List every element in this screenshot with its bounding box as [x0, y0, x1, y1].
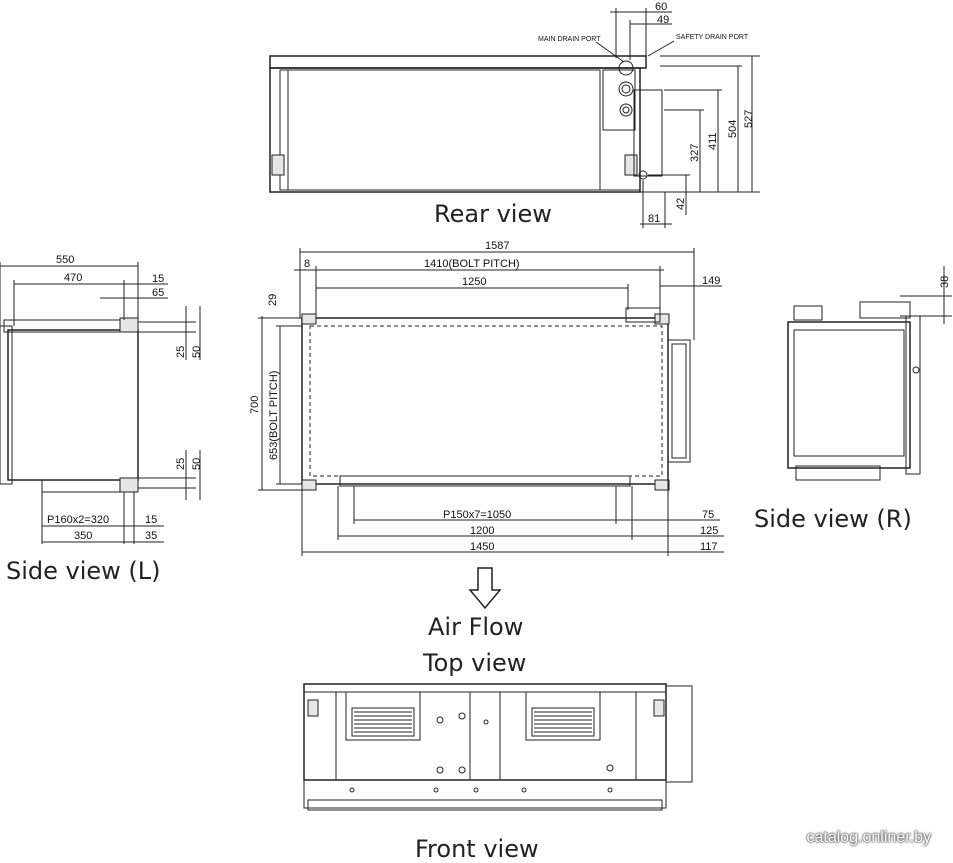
side-r-dim-38: 38: [939, 276, 951, 288]
rear-dim-81: 81: [648, 213, 660, 225]
rear-dim-527: 527: [743, 110, 755, 128]
front-view-drawing: [303, 683, 693, 811]
air-flow-label: Air Flow: [428, 613, 524, 641]
top-dim-p150: P150x7=1050: [443, 509, 511, 521]
side-l-dim-50b: 50: [191, 458, 203, 470]
top-view-label: Top view: [423, 649, 527, 677]
front-view-label: Front view: [415, 835, 539, 863]
top-dim-1587: 1587: [485, 240, 509, 252]
side-l-dim-15a: 15: [152, 273, 164, 285]
top-dim-1410: 1410(BOLT PITCH): [424, 258, 520, 270]
side-l-dim-350: 350: [74, 530, 92, 542]
top-dim-653: 653(BOLT PITCH): [268, 371, 280, 460]
side-l-dim-35: 35: [145, 530, 157, 542]
side-l-dim-15b: 15: [145, 514, 157, 526]
rear-dim-327: 327: [689, 144, 701, 162]
rear-dim-49: 49: [657, 14, 669, 26]
top-dim-1250: 1250: [462, 276, 486, 288]
side-l-dim-65: 65: [152, 287, 164, 299]
top-dim-700: 700: [249, 396, 261, 414]
top-view-drawing: 1587 8 1410(BOLT PITCH) 1250 149 700 653…: [249, 240, 724, 610]
top-dim-8: 8: [304, 258, 310, 270]
top-dim-149: 149: [702, 275, 720, 287]
side-l-dim-p160: P160x2=320: [47, 514, 109, 526]
side-l-dim-550: 550: [56, 254, 74, 266]
side-l-dim-25b: 25: [175, 458, 187, 470]
top-dim-1450: 1450: [470, 541, 494, 553]
top-dim-29: 29: [267, 294, 279, 306]
rear-dim-504: 504: [727, 120, 739, 138]
side-view-left-drawing: 550 470 15 65 25 50 25 50 P160x2=320 15 …: [0, 254, 203, 544]
side-l-dim-50a: 50: [191, 346, 203, 358]
side-view-right-label: Side view (R): [754, 505, 912, 533]
top-dim-1200: 1200: [470, 525, 494, 537]
side-l-dim-25a: 25: [175, 346, 187, 358]
rear-dim-411: 411: [707, 132, 719, 150]
side-l-dim-470: 470: [64, 272, 82, 284]
top-dim-117: 117: [700, 541, 718, 553]
side-view-right-drawing: 38: [787, 266, 952, 481]
main-drain-port-callout: MAIN DRAIN PORT: [538, 36, 601, 43]
rear-view-label: Rear view: [434, 200, 552, 228]
top-dim-125: 125: [700, 525, 718, 537]
safety-drain-port-callout: SAFETY DRAIN PORT: [676, 34, 749, 41]
side-view-left-label: Side view (L): [6, 557, 161, 585]
rear-dim-60: 60: [655, 1, 667, 13]
top-dim-75: 75: [702, 509, 714, 521]
rear-view-drawing: 60 49 MAIN DRAIN PORT SAFETY DRAIN PORT …: [269, 1, 760, 228]
watermark-text: catalog.onliner.by: [806, 829, 931, 846]
rear-dim-42: 42: [675, 198, 687, 210]
air-flow-arrow-icon: [468, 567, 502, 610]
